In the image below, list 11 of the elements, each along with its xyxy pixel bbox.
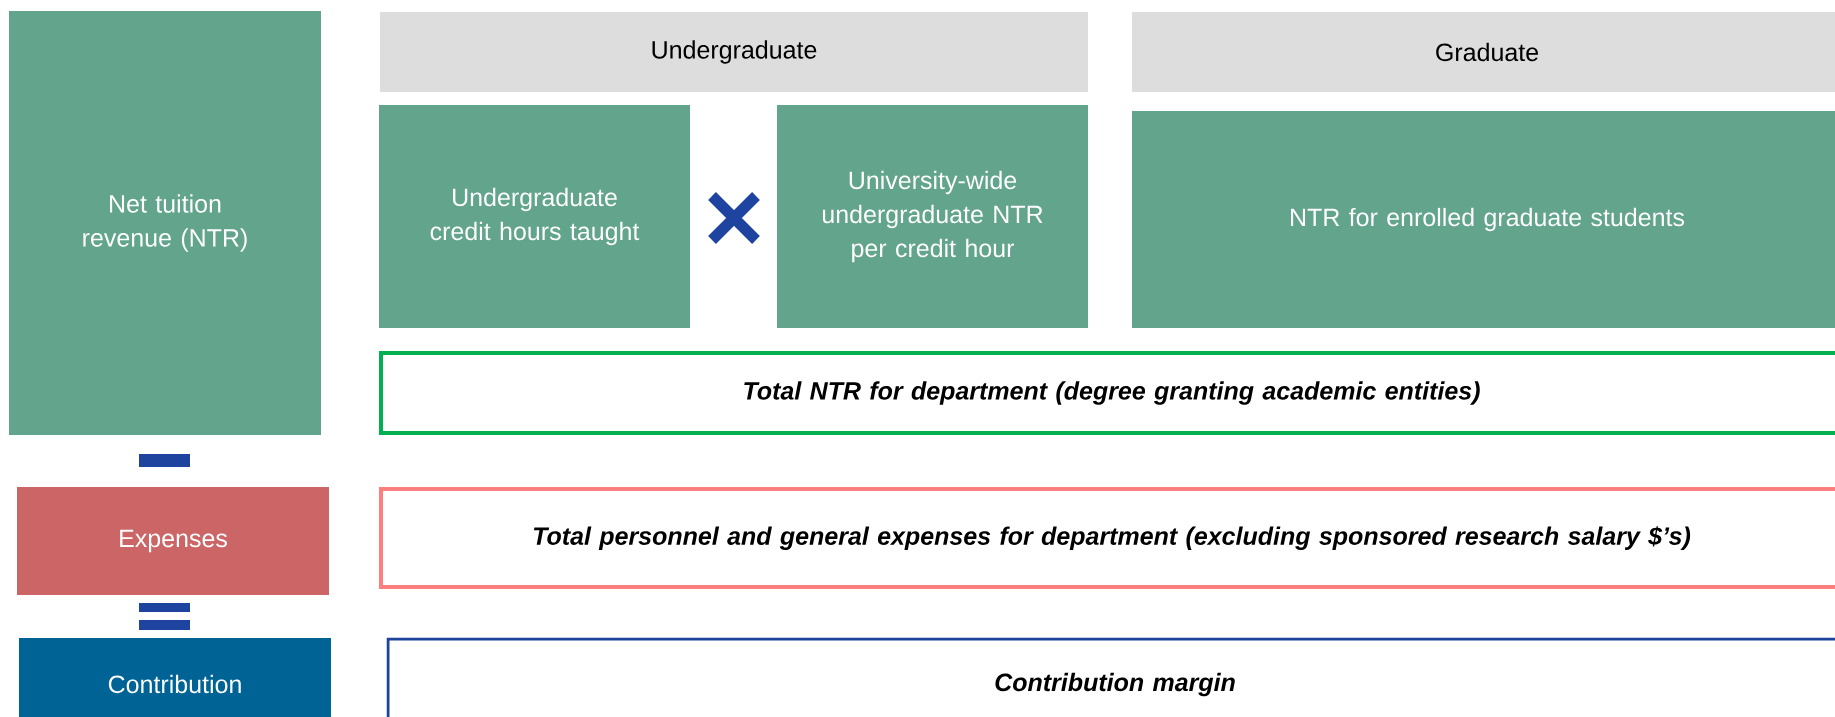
category-box: Expenses (17, 487, 329, 595)
process-box: University-wide undergraduate NTR per credit hour (777, 105, 1088, 328)
column-header: Graduate (1132, 12, 1835, 92)
category-box: Net tuition revenue (NTR) (9, 11, 321, 435)
result-box: Total NTR for department (degree granting academic entities) (379, 351, 1835, 435)
result-box: Total personnel and general expenses for department (excluding sponsored research salary $’s) (379, 487, 1835, 589)
process-box: NTR for enrolled graduate students (1132, 111, 1835, 328)
result-box: Contribution margin (386, 637, 1835, 717)
process-box: Undergraduate credit hours taught (379, 105, 690, 328)
column-header: Undergraduate (380, 12, 1088, 92)
category-box: Contribution (19, 638, 331, 717)
